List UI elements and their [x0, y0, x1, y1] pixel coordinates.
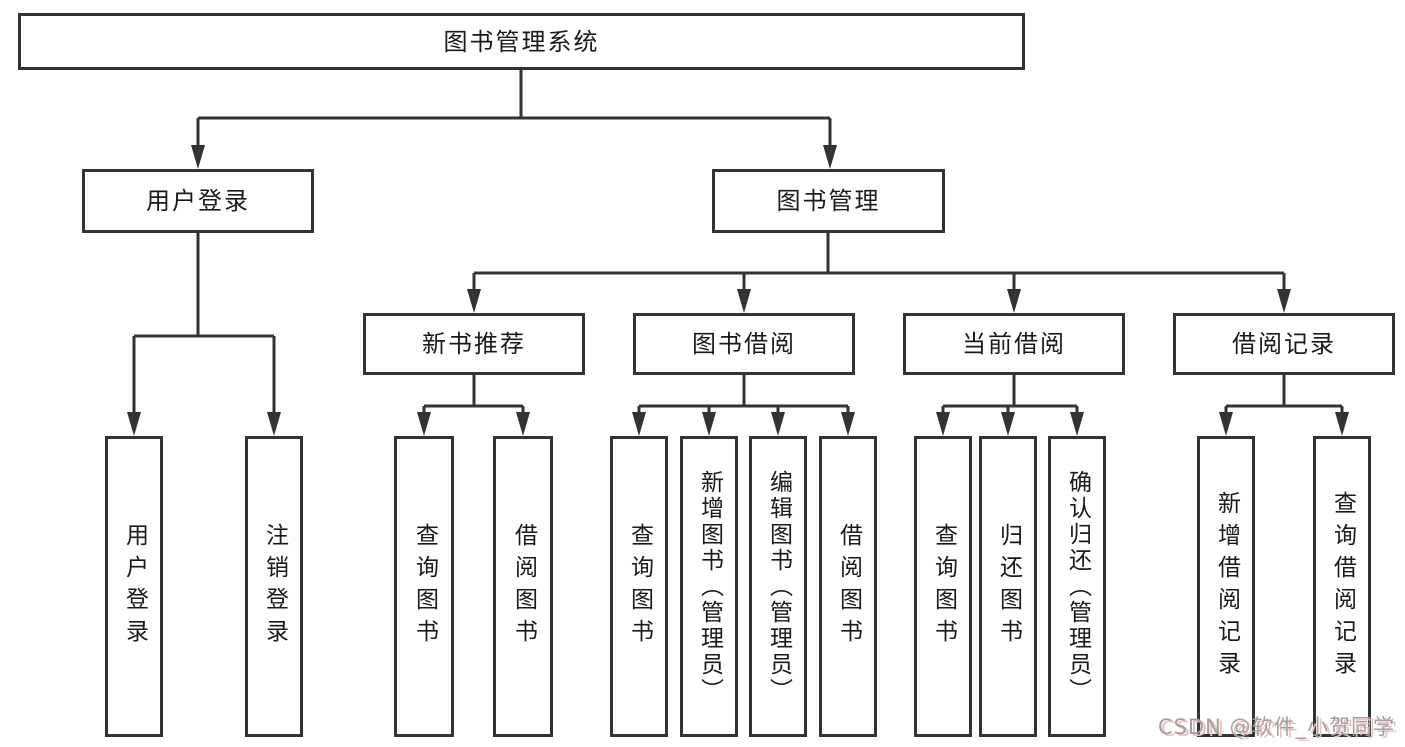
- arrowhead-icon: [841, 412, 855, 436]
- node-root: 图书管理系统: [18, 13, 1025, 70]
- node-current-borrow: 当前借阅: [903, 313, 1125, 375]
- arrowhead-icon: [1219, 412, 1233, 436]
- arrowheads: [127, 145, 1349, 436]
- connector-borrowrecords-to-leaves: [1224, 375, 1344, 417]
- arrowhead-icon: [1070, 412, 1084, 436]
- node-new-book-recommend: 新书推荐: [363, 313, 585, 375]
- arrowhead-icon: [823, 145, 837, 169]
- node-borrow-records: 借阅记录: [1173, 313, 1395, 375]
- arrowhead-icon: [632, 412, 646, 436]
- arrowhead-icon: [417, 412, 431, 436]
- arrowhead-icon: [191, 145, 205, 169]
- leaf-add-borrow-record: 新增借阅记录: [1197, 436, 1255, 737]
- arrowhead-icon: [702, 412, 716, 436]
- leaf-confirm-return-admin: 确认归还（管理员）: [1048, 436, 1106, 737]
- arrowhead-icon: [127, 412, 141, 436]
- leaf-query-borrow-record: 查询借阅记录: [1313, 436, 1371, 737]
- connector-bookmgmt-to-level3: [472, 233, 1286, 294]
- leaf-user-login: 用户登录: [105, 436, 163, 737]
- arrowhead-icon: [771, 412, 785, 436]
- leaf-borrow-books: 借阅图书: [819, 436, 877, 737]
- csdn-watermark: CSDN @软件_小贺同学: [1157, 715, 1395, 739]
- leaf-recommend-query-books: 查询图书: [394, 436, 454, 737]
- leaf-current-query-books: 查询图书: [914, 436, 972, 737]
- node-book-management: 图书管理: [712, 169, 945, 233]
- arrowhead-icon: [467, 289, 481, 313]
- leaf-logout: 注销登录: [245, 436, 303, 737]
- leaf-borrow-query-books: 查询图书: [610, 436, 668, 737]
- leaf-add-books-admin: 新增图书（管理员）: [680, 436, 738, 737]
- connector-bookborrow-to-leaves: [637, 375, 850, 417]
- node-book-borrow: 图书借阅: [633, 313, 855, 375]
- leaf-edit-books-admin: 编辑图书（管理员）: [749, 436, 807, 737]
- connector-root-to-level2: [196, 70, 832, 150]
- arrowhead-icon: [516, 412, 530, 436]
- arrowhead-icon: [1335, 412, 1349, 436]
- connector-newbookrec-to-leaves: [422, 375, 525, 417]
- connector-stems: [132, 70, 1344, 417]
- arrowhead-icon: [1001, 412, 1015, 436]
- arrowhead-icon: [1007, 289, 1021, 313]
- leaf-return-books: 归还图书: [979, 436, 1037, 737]
- connector-userlogin-to-leaves: [132, 233, 276, 417]
- leaf-recommend-borrow-books: 借阅图书: [493, 436, 553, 737]
- connector-currentborrow-to-leaves: [941, 375, 1079, 417]
- arrowhead-icon: [936, 412, 950, 436]
- node-user-login: 用户登录: [82, 169, 314, 233]
- arrowhead-icon: [1277, 289, 1291, 313]
- arrowhead-icon: [267, 412, 281, 436]
- arrowhead-icon: [737, 289, 751, 313]
